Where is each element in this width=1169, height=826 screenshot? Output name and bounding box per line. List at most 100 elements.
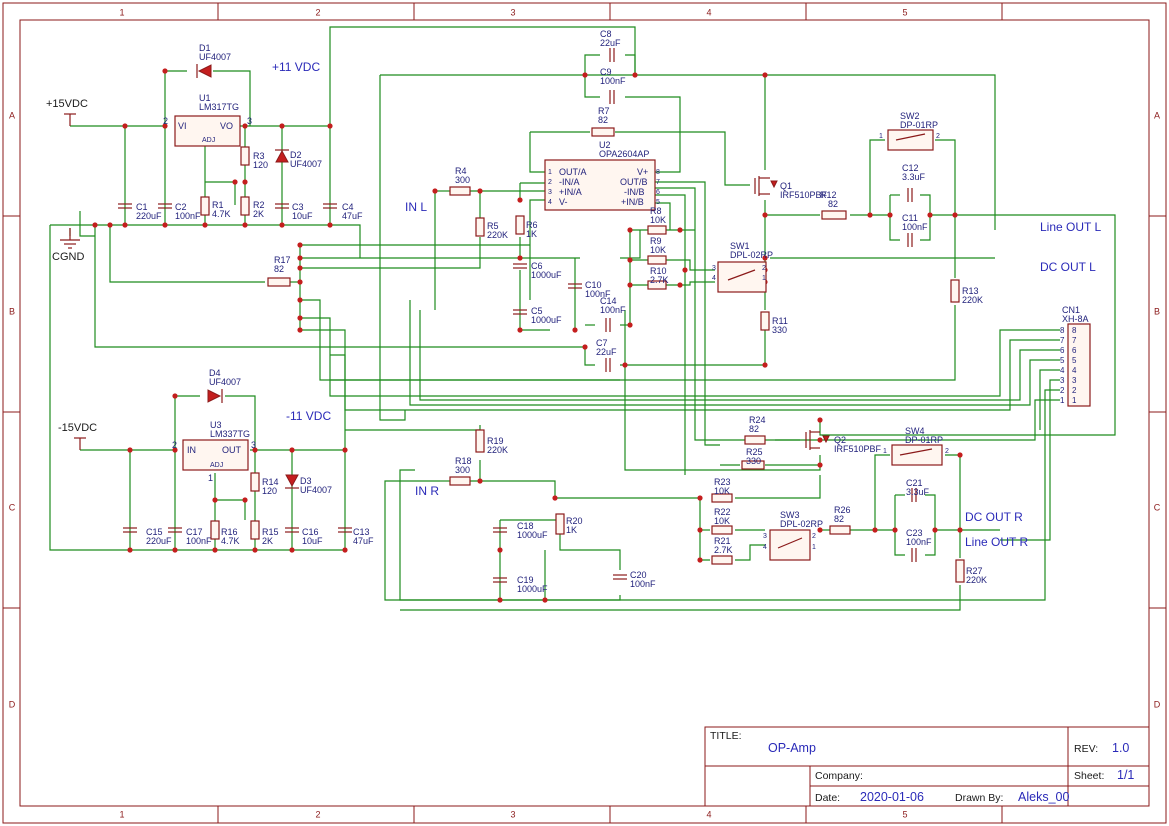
ref-label: R12 bbox=[820, 190, 837, 200]
pin-label: OUT/B bbox=[620, 177, 648, 187]
value-label: 10K bbox=[650, 215, 666, 225]
resistor-r19: R19 220K bbox=[475, 429, 508, 455]
ref-label: U2 bbox=[599, 140, 611, 150]
capacitor-c11: C11 100nF bbox=[902, 213, 928, 247]
value-label: 220K bbox=[962, 295, 983, 305]
value-label: 1000uF bbox=[531, 315, 562, 325]
ref-label: R18 bbox=[455, 456, 472, 466]
ref-label: D3 bbox=[300, 476, 312, 486]
company-label: Company: bbox=[815, 770, 863, 782]
value-label: 100nF bbox=[585, 289, 611, 299]
value-label: 100nF bbox=[630, 579, 656, 589]
value-label: 47uF bbox=[353, 536, 374, 546]
pin-number: 8 bbox=[656, 169, 660, 176]
pin-number: 5 bbox=[1072, 356, 1077, 365]
ref-label: C5 bbox=[531, 306, 543, 316]
value-label: 82 bbox=[828, 199, 838, 209]
capacitor-c2: C2 100nF bbox=[158, 202, 201, 221]
value-label: 22uF bbox=[596, 347, 617, 357]
switch-sw4: SW4 DP-01RP 1 2 bbox=[883, 426, 949, 466]
regulator-u3: IN OUT ADJ 2 3 1 U3 LM337TG bbox=[172, 420, 256, 483]
plus11-label: +11 VDC bbox=[272, 60, 320, 74]
resistor-r24: R24 82 bbox=[744, 415, 766, 445]
ref-label: C4 bbox=[342, 202, 354, 212]
value-label: 1K bbox=[566, 525, 577, 535]
value-label: 3.3uF bbox=[902, 172, 926, 182]
mosfet-q2: Q2 IRF510PBF bbox=[805, 430, 882, 454]
value-label: 100nF bbox=[186, 536, 212, 546]
value-label: 300 bbox=[455, 175, 470, 185]
pin-number: 7 bbox=[1072, 336, 1077, 345]
ref-label: C8 bbox=[600, 29, 612, 39]
ref-label: R23 bbox=[714, 477, 731, 487]
pin-label: OUT bbox=[222, 445, 242, 455]
sheet-value: 1/1 bbox=[1117, 768, 1134, 782]
row-label: C bbox=[1154, 502, 1161, 512]
col-label: 2 bbox=[315, 809, 320, 819]
value-label: 10uF bbox=[292, 211, 313, 221]
resistor-r12: R12 82 bbox=[820, 190, 847, 220]
value-label: 120 bbox=[262, 486, 277, 496]
value-label: 82 bbox=[274, 264, 284, 274]
pin-number: 2 bbox=[1072, 386, 1077, 395]
ref-label: R15 bbox=[262, 527, 279, 537]
capacitor-c21: C21 3.3uF bbox=[906, 478, 930, 502]
value-label: IRF510PBF bbox=[834, 444, 882, 454]
col-label: 4 bbox=[706, 809, 711, 819]
ref-label: SW1 bbox=[730, 241, 750, 251]
value-label: UF4007 bbox=[209, 377, 241, 387]
value-label: 1000uF bbox=[531, 270, 562, 280]
value-label: LM337TG bbox=[210, 429, 250, 439]
ref-label: U1 bbox=[199, 93, 211, 103]
resistor-r14: R14 120 bbox=[250, 472, 279, 496]
value-label: 47uF bbox=[342, 211, 363, 221]
resistor-r5: R5 220K bbox=[475, 217, 508, 240]
resistor-r3: R3 120 bbox=[240, 146, 268, 170]
ref-label: R14 bbox=[262, 477, 279, 487]
col-label: 3 bbox=[510, 7, 515, 17]
power-symbols: +15VDC -15VDC CGND +11 VDC -11 VDC bbox=[46, 60, 331, 450]
value-label: 3.3uF bbox=[906, 487, 930, 497]
ref-label: Q2 bbox=[834, 435, 846, 445]
line-out-l-label: Line OUT L bbox=[1040, 220, 1101, 234]
capacitor-c16: C16 10uF bbox=[285, 527, 323, 546]
pin-number: 7 bbox=[656, 179, 660, 186]
value-label: 300 bbox=[455, 465, 470, 475]
value-label: UF4007 bbox=[199, 52, 231, 62]
value-label: 100nF bbox=[175, 211, 201, 221]
line-out-r-label: Line OUT R bbox=[965, 535, 1028, 549]
resistor-r17: R17 82 bbox=[267, 255, 291, 287]
in-l-label: IN L bbox=[405, 200, 427, 214]
value-label: IRF510PBF bbox=[780, 190, 828, 200]
pin-number: 1 bbox=[762, 275, 766, 282]
pin-number: 8 bbox=[1060, 326, 1065, 335]
switch-sw2: SW2 DP-01RP 1 2 bbox=[879, 111, 940, 151]
value-label: 2.7K bbox=[714, 545, 733, 555]
pin-number: 3 bbox=[247, 116, 252, 126]
ref-label: C21 bbox=[906, 478, 923, 488]
col-label: 3 bbox=[510, 809, 515, 819]
capacitor-c23: C23 100nF bbox=[906, 528, 932, 562]
value-label: 120 bbox=[253, 160, 268, 170]
pin-number: 2 bbox=[762, 265, 766, 272]
pin-number: 2 bbox=[812, 533, 816, 540]
date-label: Date: bbox=[815, 792, 840, 804]
value-label: 100nF bbox=[600, 76, 626, 86]
dc-out-l-label: DC OUT L bbox=[1040, 260, 1096, 274]
value-label: 1K bbox=[526, 229, 537, 239]
pin-number: 4 bbox=[712, 275, 716, 282]
ref-label: C16 bbox=[302, 527, 319, 537]
value-label: 330 bbox=[772, 325, 787, 335]
title-value: OP-Amp bbox=[768, 741, 816, 755]
capacitor-c9: C9 100nF bbox=[600, 67, 626, 104]
pin-number: 3 bbox=[251, 440, 256, 450]
pin-number: 3 bbox=[1060, 376, 1065, 385]
ref-label: R1 bbox=[212, 200, 224, 210]
pin-number: 2 bbox=[163, 116, 168, 126]
resistor-r21: R21 2.7K bbox=[711, 536, 733, 565]
ref-label: R2 bbox=[253, 200, 265, 210]
pin-number: 2 bbox=[172, 440, 177, 450]
resistor-r13: R13 220K bbox=[950, 279, 983, 305]
ref-label: R6 bbox=[526, 220, 538, 230]
